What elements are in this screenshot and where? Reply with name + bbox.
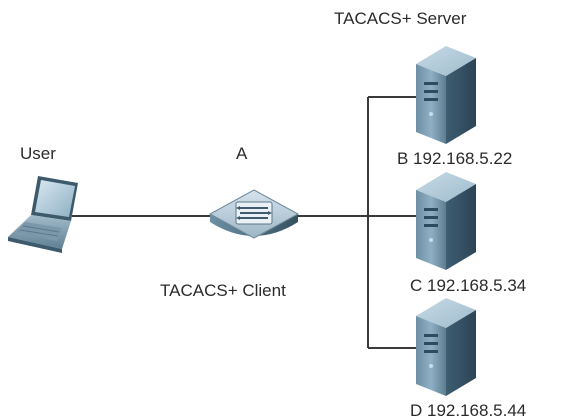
client-role-label: TACACS+ Client xyxy=(160,281,286,300)
network-links xyxy=(72,96,416,349)
user-label: User xyxy=(20,144,56,163)
server-b-label: B 192.168.5.22 xyxy=(397,149,513,168)
server-tower-icon xyxy=(416,172,476,270)
server-tower-icon xyxy=(416,298,476,396)
switch-icon xyxy=(208,189,300,239)
laptop-icon xyxy=(8,176,78,253)
server-tower-icon xyxy=(416,46,476,144)
server-group-label: TACACS+ Server xyxy=(334,9,467,28)
switch-name-label: A xyxy=(236,144,248,163)
server-d-label: D 192.168.5.44 xyxy=(410,401,527,420)
server-c-label: C 192.168.5.34 xyxy=(410,276,527,295)
